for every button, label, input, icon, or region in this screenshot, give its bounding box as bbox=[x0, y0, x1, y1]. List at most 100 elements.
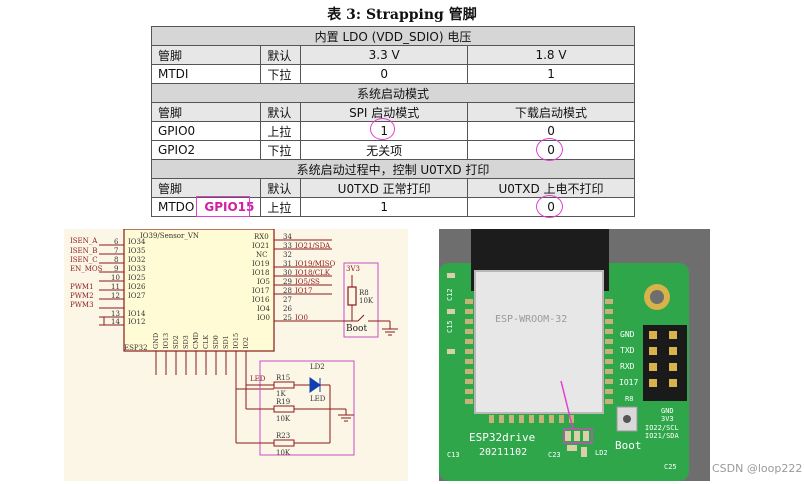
gpio15-annotation: GPIO15 bbox=[204, 200, 255, 214]
pin-name: IO12 bbox=[128, 318, 145, 326]
right-silk-labels: GND 3V3 IO22/SCL IO21/SDA bbox=[645, 407, 680, 440]
bottom-pin-lines bbox=[155, 351, 274, 390]
header-label: RXD bbox=[620, 362, 635, 371]
cell-default: 上拉 bbox=[260, 197, 302, 217]
pin-name: IO18 bbox=[252, 269, 269, 277]
net-label: IO21/SDA bbox=[295, 242, 331, 250]
header-cell: 管脚 bbox=[150, 45, 262, 65]
pin-name: IO0 bbox=[257, 314, 270, 322]
pin-name: CMD bbox=[192, 332, 200, 349]
chip-pin-label: IO39/Sensor_VN bbox=[140, 232, 199, 240]
header-cell: 默认 bbox=[260, 45, 302, 65]
pin-number: 34 bbox=[283, 233, 292, 241]
ref-label: C12 bbox=[446, 288, 454, 301]
led-label: LED bbox=[310, 395, 326, 403]
led-highlight-box bbox=[259, 360, 355, 456]
section-uart: 系统启动过程中，控制 U0TXD 打印 bbox=[151, 159, 635, 179]
r23-value: 10K bbox=[276, 449, 291, 457]
silk-label: 3V3 bbox=[661, 415, 674, 423]
header-cell: 3.3 V bbox=[300, 45, 469, 65]
pin-name: CLK bbox=[202, 335, 210, 349]
right-pin-lines bbox=[274, 239, 332, 322]
header-cell: 下载启动模式 bbox=[467, 102, 635, 122]
header-label: IO17 bbox=[619, 378, 638, 387]
left-pin-lines bbox=[99, 244, 124, 326]
pin-name: RX0 bbox=[254, 233, 269, 241]
net-label: ISEN_A bbox=[70, 237, 98, 245]
header-pins bbox=[649, 331, 677, 387]
boot-label: Boot bbox=[346, 324, 367, 334]
header-row-uart: 管脚 默认 U0TXD 正常打印 U0TXD 上电不打印 bbox=[150, 178, 635, 198]
pin-name: IO26 bbox=[128, 283, 146, 291]
pin-name: IO15 bbox=[232, 333, 240, 349]
led-circuit bbox=[235, 377, 354, 447]
header-cell: 管脚 bbox=[150, 102, 262, 122]
silk-label: GND bbox=[661, 407, 674, 415]
board-name: ESP32drive bbox=[469, 431, 535, 444]
pin-name: IO33 bbox=[128, 265, 145, 273]
boot-circuit bbox=[308, 275, 398, 336]
boot-button-cap bbox=[623, 415, 631, 423]
cell-value: 0 bbox=[300, 64, 469, 84]
section-ldo: 内置 LDO (VDD_SDIO) 电压 bbox=[151, 26, 635, 46]
net-label: IO19/MISO bbox=[295, 260, 335, 268]
cell-pin: GPIO0 bbox=[150, 121, 262, 141]
pin-number: 12 bbox=[111, 292, 120, 300]
section-boot: 系统启动模式 bbox=[151, 83, 635, 103]
pin-number: 25 bbox=[283, 314, 292, 322]
header-label: GND bbox=[620, 330, 635, 339]
r23-ref: R23 bbox=[276, 432, 290, 440]
pin-number: 14 bbox=[111, 318, 120, 326]
header-cell: U0TXD 上电不打印 bbox=[467, 178, 635, 198]
net-label: ISEN_C bbox=[70, 256, 98, 264]
pin-name: IO34 bbox=[128, 238, 146, 246]
net-label: EN_MOS bbox=[70, 265, 103, 273]
boot-highlight-box bbox=[343, 262, 379, 338]
module-pads bbox=[465, 299, 613, 423]
pin-mtdo: MTDO bbox=[158, 200, 195, 214]
table-row: MTDI 下拉 0 1 bbox=[150, 64, 635, 84]
header-row-ldo: 管脚 默认 3.3 V 1.8 V bbox=[150, 45, 635, 65]
cell-value: 1 bbox=[467, 64, 635, 84]
mounting-hole-center bbox=[650, 290, 664, 304]
pin-name: SD0 bbox=[212, 335, 220, 349]
r19-value: 10K bbox=[276, 415, 291, 423]
schematic-drawing: IO39/Sensor_VN ESP32 ISEN_A ISEN_B ISEN_… bbox=[70, 229, 398, 457]
esp32-schematic: IO39/Sensor_VN ESP32 ISEN_A ISEN_B ISEN_… bbox=[64, 229, 408, 481]
pin-number: 9 bbox=[114, 265, 118, 273]
pin-number: 28 bbox=[283, 287, 292, 295]
cell-default: 下拉 bbox=[260, 64, 302, 84]
net-label: IO17 bbox=[295, 287, 312, 295]
cell-default: 上拉 bbox=[260, 121, 302, 141]
pin-number: 31 bbox=[283, 260, 292, 268]
silk-label: IO21/SDA bbox=[645, 432, 680, 440]
header-labels: GND TXD RXD IO17 bbox=[619, 330, 638, 387]
cell-pin: MTDI bbox=[150, 64, 262, 84]
pin-name: IO35 bbox=[128, 247, 145, 255]
pcb-highlight-box bbox=[563, 428, 593, 444]
pin-number: 27 bbox=[283, 296, 292, 304]
pin-name: IO2 bbox=[242, 337, 250, 349]
header-cell: 管脚 bbox=[150, 178, 262, 198]
net-label: IO18/CLK bbox=[295, 269, 331, 277]
r8-value: 10K bbox=[359, 297, 374, 305]
ref-label: C13 bbox=[447, 451, 460, 459]
pin-number: 29 bbox=[283, 278, 292, 286]
module-shield bbox=[474, 270, 604, 414]
net-label: PWM2 bbox=[70, 292, 94, 300]
ref-label: C23 bbox=[548, 451, 561, 459]
section-row-ldo: 内置 LDO (VDD_SDIO) 电压 bbox=[151, 26, 635, 46]
power-label: 3V3 bbox=[346, 265, 360, 273]
silk-label: IO22/SCL bbox=[645, 424, 679, 432]
gpio15-box bbox=[196, 196, 250, 217]
pin-number: 8 bbox=[114, 256, 118, 264]
net-label: LED bbox=[250, 375, 266, 383]
boot-silk: Boot bbox=[615, 439, 642, 452]
left-nets: ISEN_A ISEN_B ISEN_C EN_MOS PWM1 PWM2 PW… bbox=[70, 237, 103, 309]
pin-name: IO16 bbox=[252, 296, 270, 304]
header-row-boot: 管脚 默认 SPI 启动模式 下载启动模式 bbox=[150, 102, 635, 122]
net-label: PWM3 bbox=[70, 301, 94, 309]
esp32-chip-body bbox=[123, 229, 275, 352]
